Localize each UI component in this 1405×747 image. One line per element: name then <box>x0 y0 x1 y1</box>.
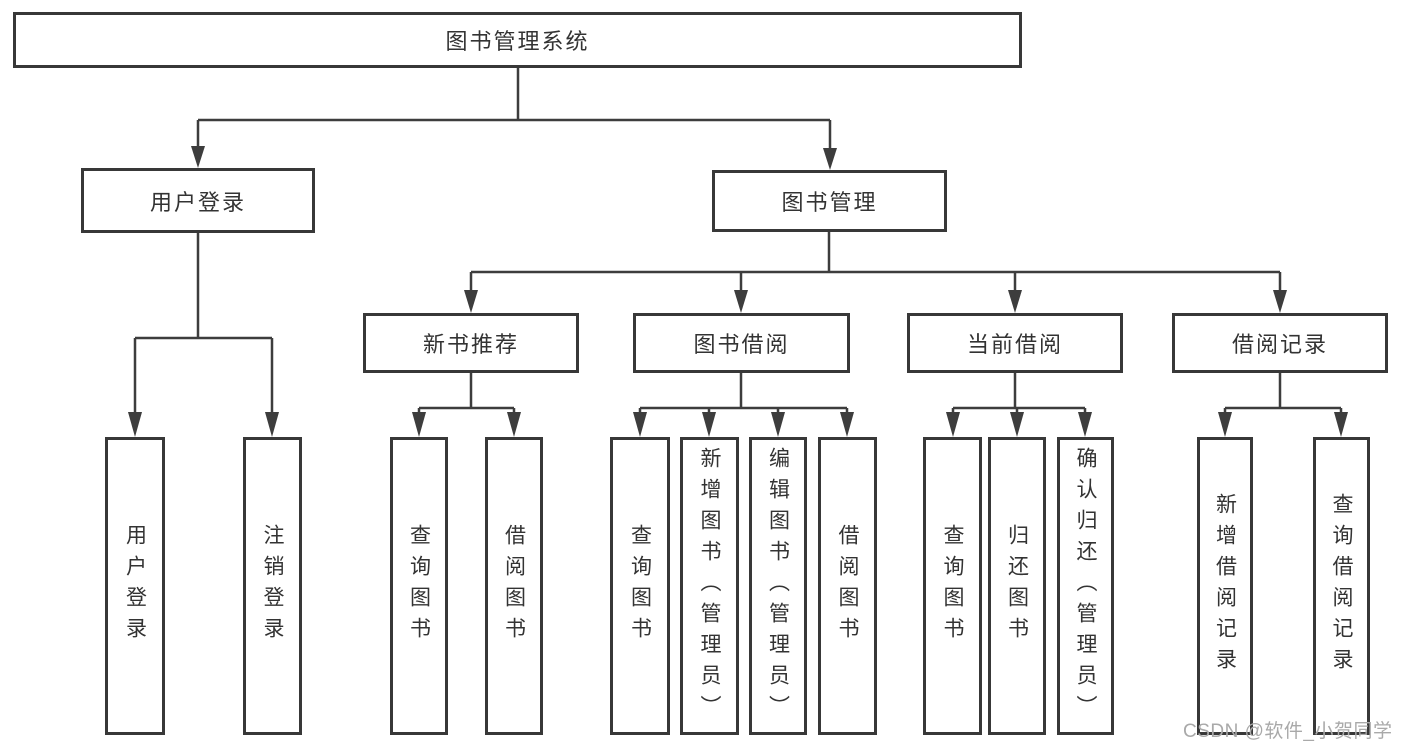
node-label: 图书管理系统 <box>445 29 590 54</box>
arrow-down-icon <box>633 412 647 437</box>
node-leaf-borrow-book-1: 借阅图书 <box>485 437 543 735</box>
node-label: 新书推荐 <box>422 332 519 357</box>
node-label: 确认归还（管理员） <box>1074 446 1097 726</box>
node-label: 用户登录 <box>123 524 147 648</box>
branch-new-book-recommend <box>412 373 521 437</box>
node-book-management: 图书管理 <box>712 170 947 232</box>
csdn-watermark: CSDN @软件_小贺同学 <box>1183 721 1393 742</box>
arrow-down-icon <box>702 412 716 437</box>
arrow-down-icon <box>771 412 785 437</box>
node-leaf-borrow-book-2: 借阅图书 <box>818 437 877 735</box>
arrow-down-icon <box>840 412 854 437</box>
node-root-system: 图书管理系统 <box>13 12 1022 68</box>
arrow-down-icon <box>946 412 960 437</box>
node-leaf-return-book: 归还图书 <box>988 437 1046 735</box>
node-label: 借阅图书 <box>502 524 526 648</box>
node-user-login: 用户登录 <box>81 168 315 233</box>
node-leaf-query-book-3: 查询图书 <box>923 437 982 735</box>
node-label: 图书管理 <box>781 190 878 215</box>
node-label: 新增图书（管理员） <box>698 446 721 726</box>
node-leaf-add-book-admin: 新增图书（管理员） <box>680 437 739 735</box>
node-label: 查询图书 <box>628 524 652 648</box>
branch-user-login <box>128 233 279 437</box>
node-leaf-logout: 注销登录 <box>243 437 302 735</box>
arrow-down-icon <box>1218 412 1232 437</box>
node-leaf-add-borrow-record: 新增借阅记录 <box>1197 437 1253 735</box>
node-leaf-edit-book-admin: 编辑图书（管理员） <box>749 437 807 735</box>
arrow-down-icon <box>1008 290 1022 313</box>
arrow-down-icon <box>507 412 521 437</box>
node-leaf-confirm-return-admin: 确认归还（管理员） <box>1057 437 1114 735</box>
node-label: 查询图书 <box>407 524 431 648</box>
branch-root <box>191 68 837 170</box>
node-label: 图书借阅 <box>693 332 790 357</box>
branch-book-borrow <box>633 373 854 437</box>
node-label: 用户登录 <box>149 189 246 215</box>
arrow-down-icon <box>734 290 748 313</box>
arrow-down-icon <box>1010 412 1024 437</box>
node-new-book-recommend: 新书推荐 <box>363 313 579 373</box>
arrow-down-icon <box>1273 290 1287 313</box>
node-current-borrow: 当前借阅 <box>907 313 1123 373</box>
arrow-down-icon <box>265 412 279 437</box>
node-label: 查询图书 <box>941 524 964 648</box>
branch-book-management <box>464 232 1287 313</box>
node-label: 注销登录 <box>261 524 284 648</box>
node-leaf-query-book-2: 查询图书 <box>610 437 670 735</box>
node-leaf-query-borrow-record: 查询借阅记录 <box>1313 437 1370 735</box>
node-label: 借阅图书 <box>836 524 859 648</box>
arrow-down-icon <box>1078 412 1092 437</box>
branch-borrow-record <box>1218 373 1348 437</box>
node-leaf-user-login: 用户登录 <box>105 437 165 735</box>
node-label: 当前借阅 <box>966 332 1063 357</box>
node-label: 编辑图书（管理员） <box>766 446 790 726</box>
node-label: 归还图书 <box>1005 524 1029 648</box>
node-book-borrow: 图书借阅 <box>633 313 850 373</box>
arrow-down-icon <box>1334 412 1348 437</box>
node-borrow-record: 借阅记录 <box>1172 313 1388 373</box>
node-leaf-query-book-1: 查询图书 <box>390 437 448 735</box>
node-label: 新增借阅记录 <box>1213 493 1237 679</box>
node-label: 借阅记录 <box>1231 332 1328 357</box>
arrow-down-icon <box>464 290 478 313</box>
branch-current-borrow <box>946 373 1092 437</box>
arrow-down-icon <box>191 146 205 168</box>
arrow-down-icon <box>128 412 142 437</box>
node-label: 查询借阅记录 <box>1330 493 1353 679</box>
arrow-down-icon <box>823 148 837 170</box>
arrow-down-icon <box>412 412 426 437</box>
